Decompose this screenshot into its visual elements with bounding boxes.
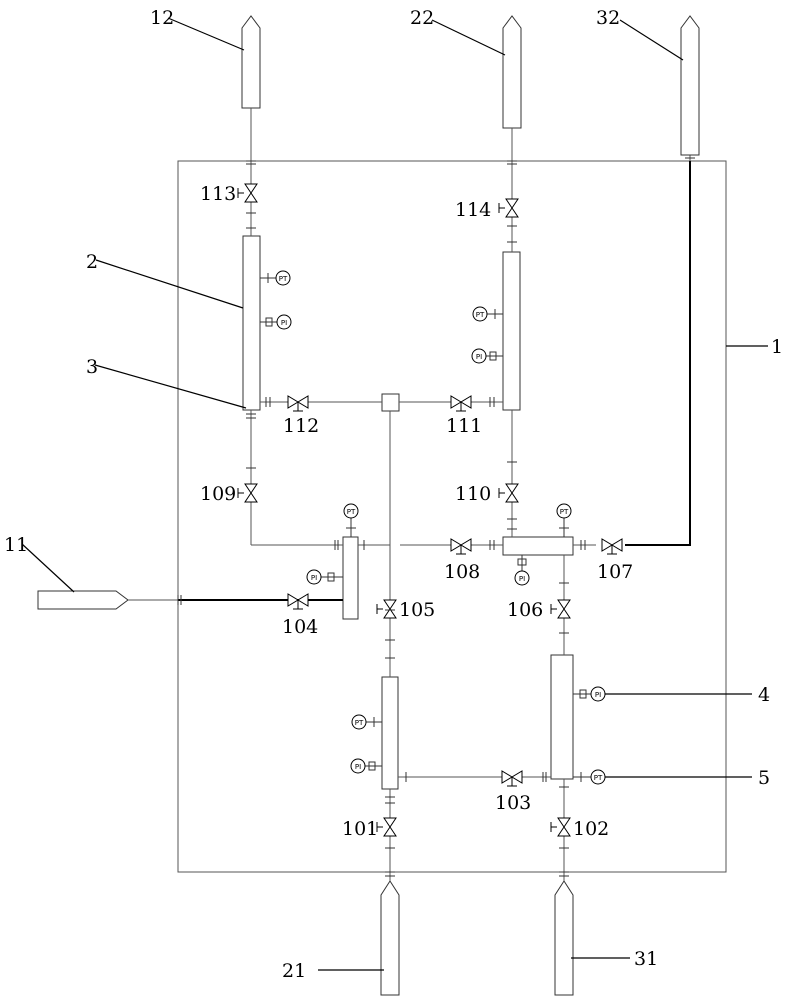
label-21: 21 <box>282 960 306 982</box>
label-102: 102 <box>573 818 609 840</box>
pi-gauge-tank-right-mid: PI <box>514 555 530 586</box>
valve-107[interactable] <box>601 538 623 555</box>
pt-label: PT <box>347 508 356 516</box>
pi-gauge-tank-left-mid: PI <box>306 569 343 585</box>
label-3: 3 <box>86 356 98 378</box>
valve-112[interactable] <box>287 395 309 412</box>
pi-label: PI <box>355 763 361 771</box>
cylinder-12 <box>241 15 261 161</box>
pt-gauge-tank-left-mid: PT <box>343 503 359 537</box>
valve-104[interactable] <box>287 593 309 610</box>
label-103: 103 <box>495 792 531 814</box>
label-22: 22 <box>410 7 434 29</box>
pi-label: PI <box>311 574 317 582</box>
pt-gauge-tank-right-upper: PT <box>472 306 503 322</box>
cylinder-32 <box>680 15 700 161</box>
pi-label: PI <box>281 319 287 327</box>
label-11: 11 <box>4 534 28 556</box>
label-4: 4 <box>758 684 770 706</box>
label-101: 101 <box>342 818 378 840</box>
label-5: 5 <box>758 767 770 789</box>
pi-label: PI <box>519 575 525 583</box>
thick-line-32 <box>625 161 691 546</box>
label-104: 104 <box>282 616 318 638</box>
pt-label: PT <box>594 774 603 782</box>
label-31: 31 <box>634 948 658 970</box>
pt-label: PT <box>560 508 569 516</box>
pt-gauge-tank-2: PT <box>260 270 291 286</box>
label-12: 12 <box>150 7 174 29</box>
main-frame <box>177 160 727 873</box>
pi-gauge-tank-bottom-left: PI <box>350 758 382 774</box>
tank-bottom-right <box>550 654 574 780</box>
valve-103[interactable] <box>501 770 523 787</box>
label-111: 111 <box>446 415 482 437</box>
label-113: 113 <box>200 183 236 205</box>
tank-2 <box>242 235 261 411</box>
valve-111[interactable] <box>450 395 472 412</box>
tank-right-upper <box>502 251 521 411</box>
valve-102[interactable] <box>550 817 571 837</box>
label-106: 106 <box>507 599 543 621</box>
label-32: 32 <box>596 7 620 29</box>
label-110: 110 <box>455 483 491 505</box>
cylinder-31 <box>554 872 574 996</box>
pi-gauge-tank-right-upper: PI <box>471 348 503 364</box>
label-112: 112 <box>283 415 319 437</box>
pt-label: PT <box>355 719 364 727</box>
label-114: 114 <box>455 199 491 221</box>
label-109: 109 <box>200 483 236 505</box>
tank-right-mid <box>502 536 574 556</box>
tank-bottom-left <box>381 676 399 790</box>
pt-gauge-tank-right-mid: PT <box>556 503 572 537</box>
valve-110[interactable] <box>498 483 519 503</box>
pi-gauge-4: PI <box>573 686 606 702</box>
label-105: 105 <box>399 599 435 621</box>
valve-113[interactable] <box>237 183 258 203</box>
pi-gauge-tank-2: PI <box>260 314 292 330</box>
pt-label: PT <box>476 311 485 319</box>
flanges <box>177 154 695 877</box>
pt-gauge-5: PT <box>573 769 606 785</box>
junction-box <box>381 393 400 412</box>
pi-label: PI <box>595 691 601 699</box>
leader-lines <box>21 17 768 971</box>
label-2: 2 <box>86 251 98 273</box>
valve-105[interactable] <box>376 599 397 619</box>
valve-108[interactable] <box>450 538 472 555</box>
valve-109[interactable] <box>237 483 258 503</box>
label-107: 107 <box>597 561 633 583</box>
label-108: 108 <box>444 561 480 583</box>
cylinder-11 <box>37 590 178 610</box>
valve-101[interactable] <box>376 817 397 837</box>
pt-gauge-tank-bottom-left: PT <box>351 714 382 730</box>
cylinder-21 <box>380 872 400 996</box>
valve-114[interactable] <box>498 198 519 218</box>
pt-label: PT <box>279 275 288 283</box>
pi-label: PI <box>476 353 482 361</box>
label-1: 1 <box>771 336 783 358</box>
valve-106[interactable] <box>550 599 571 619</box>
cylinder-22 <box>502 15 522 161</box>
tank-left-mid <box>342 536 359 620</box>
